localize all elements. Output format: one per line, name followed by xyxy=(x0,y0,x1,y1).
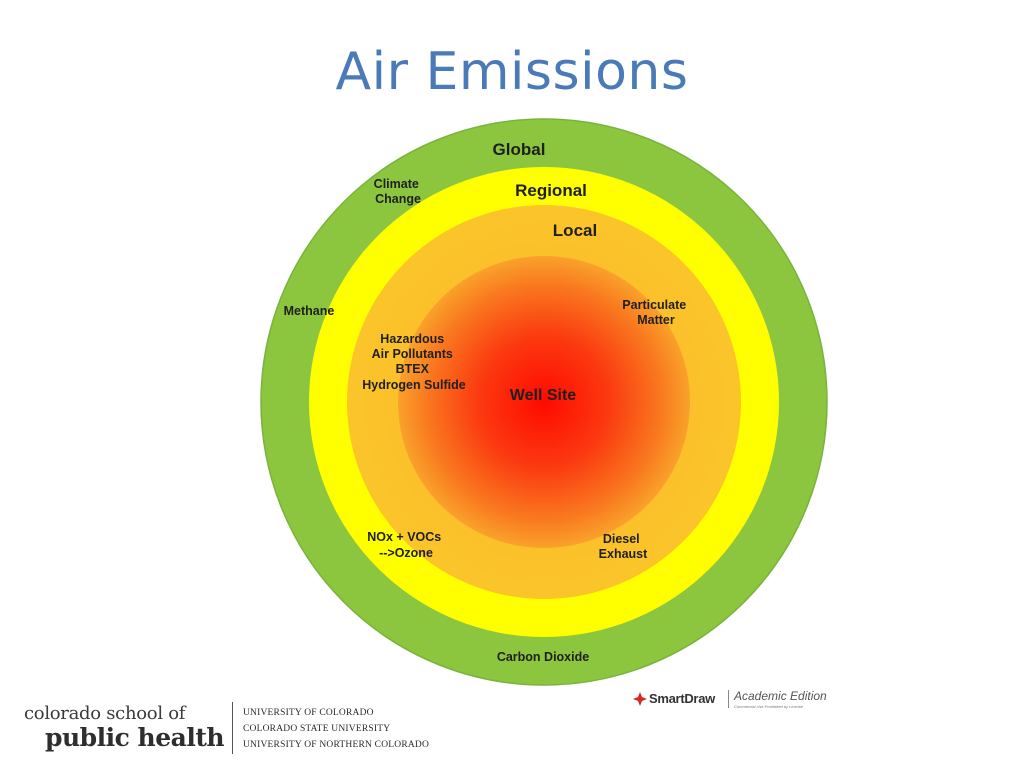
smartdraw-fine-print: Commercial Use Prohibited by License xyxy=(734,704,803,709)
logo-line-2: public health xyxy=(45,723,225,752)
diesel-exhaust-label: Diesel Exhaust xyxy=(599,532,648,561)
school-logo: colorado school of public health xyxy=(24,703,229,755)
university-item: UNIVERSITY OF NORTHERN COLORADO xyxy=(243,740,430,750)
climate-change-label: Climate Change xyxy=(374,177,423,206)
regional-label: Regional xyxy=(515,181,587,200)
local-label: Local xyxy=(553,221,597,240)
smartdraw-edition: Academic Edition xyxy=(734,689,827,703)
carbon-dioxide-label: Carbon Dioxide xyxy=(497,650,589,664)
particulate-matter-label: Particulate Matter xyxy=(622,298,689,327)
smartdraw-watermark: SmartDraw Academic Edition Commercial Us… xyxy=(633,688,833,714)
slide-title: Air Emissions xyxy=(335,42,689,102)
university-item: COLORADO STATE UNIVERSITY xyxy=(243,724,391,734)
global-label: Global xyxy=(493,140,546,159)
footer-divider xyxy=(232,702,233,754)
methane-label: Methane xyxy=(284,304,335,318)
well-site-label: Well Site xyxy=(510,387,576,404)
nox-vocs-label: NOx + VOCs -->Ozone xyxy=(367,530,444,560)
well-site-core xyxy=(398,256,690,548)
smartdraw-brand: SmartDraw xyxy=(649,691,715,706)
university-item: UNIVERSITY OF COLORADO xyxy=(243,708,374,718)
smartdraw-icon xyxy=(633,692,647,706)
smartdraw-separator xyxy=(728,690,729,708)
hazardous-label: Hazardous Air Pollutants BTEX Hydrogen S… xyxy=(362,332,466,392)
university-list: UNIVERSITY OF COLORADO COLORADO STATE UN… xyxy=(243,705,429,753)
logo-line-1: colorado school of xyxy=(24,703,186,724)
